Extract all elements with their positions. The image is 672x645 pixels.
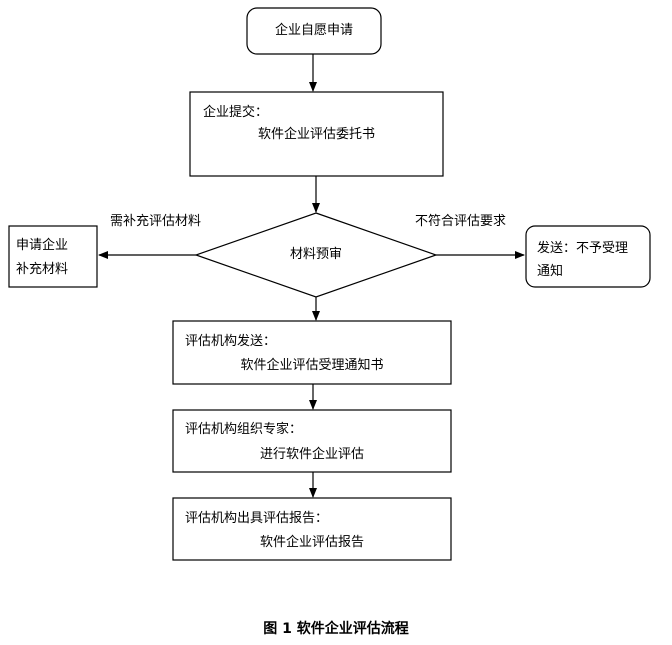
step2-line2: 进行软件企业评估	[259, 447, 364, 462]
left-box-line2: 补充材料	[16, 262, 69, 277]
right-box-line2: 通知	[537, 264, 564, 279]
left-box-line1: 申请企业	[16, 238, 69, 253]
step2-box	[172, 409, 452, 473]
right-edge-label: 不符合评估要求	[415, 214, 507, 229]
step1-line1: 评估机构发送：	[185, 334, 277, 349]
step3-box	[172, 497, 452, 561]
submit-box	[189, 91, 444, 177]
start-node	[246, 7, 382, 55]
submit-line1: 企业提交：	[203, 105, 269, 120]
figure-caption: 图 1 软件企业评估流程	[263, 621, 409, 637]
step3-line1: 评估机构出具评估报告：	[185, 511, 329, 526]
right-box-line1: 发送：不予受理	[537, 241, 629, 256]
right-reject-box	[525, 225, 651, 288]
step2-line1: 评估机构组织专家：	[185, 422, 303, 437]
start-label: 企业自愿申请	[274, 23, 353, 38]
left-edge-label: 需补充评估材料	[110, 214, 202, 229]
step3-line2: 软件企业评估报告	[259, 535, 364, 550]
decision-label: 材料预审	[289, 247, 342, 262]
left-supplement-box	[8, 225, 98, 288]
submit-line2: 软件企业评估委托书	[257, 127, 375, 142]
step1-box	[172, 320, 452, 385]
step1-line2: 软件企业评估受理通知书	[240, 358, 384, 373]
